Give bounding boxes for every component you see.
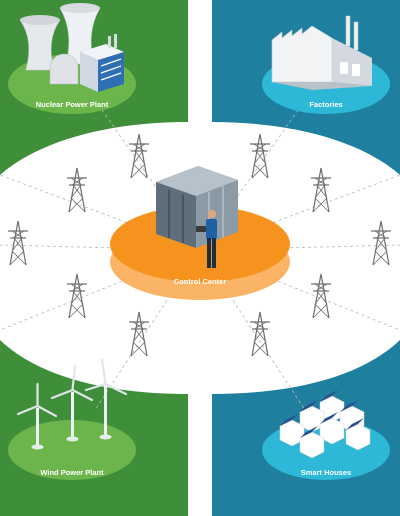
wind-node: Wind Power Plant: [8, 358, 136, 480]
factories-label: Factories: [309, 100, 342, 109]
pylon-icon: [66, 273, 88, 319]
pylon-icon: [7, 220, 29, 266]
pylon-icon: [128, 311, 150, 357]
control-label: Control Center: [174, 277, 227, 286]
control-node: Control Center: [110, 166, 290, 300]
nuclear-node: Nuclear Power Plant: [8, 3, 136, 114]
houses-label: Smart Houses: [301, 468, 351, 477]
pylon-icon: [370, 220, 392, 266]
pylon-icon: [249, 133, 271, 179]
houses-node: Smart Houses: [262, 390, 390, 480]
pylon-icon: [128, 133, 150, 179]
pylon-icon: [310, 167, 332, 213]
pylon-icon: [249, 311, 271, 357]
pylon-icon: [66, 167, 88, 213]
nuclear-plant-icon: [19, 3, 124, 92]
factories-node: Factories: [262, 15, 390, 114]
wind-turbine-icon: [16, 358, 128, 450]
solar-house-icon: [279, 390, 371, 459]
server-operator-icon: [156, 166, 238, 268]
nuclear-label: Nuclear Power Plant: [36, 100, 109, 109]
factory-icon: [271, 15, 372, 90]
wind-label: Wind Power Plant: [40, 468, 104, 477]
